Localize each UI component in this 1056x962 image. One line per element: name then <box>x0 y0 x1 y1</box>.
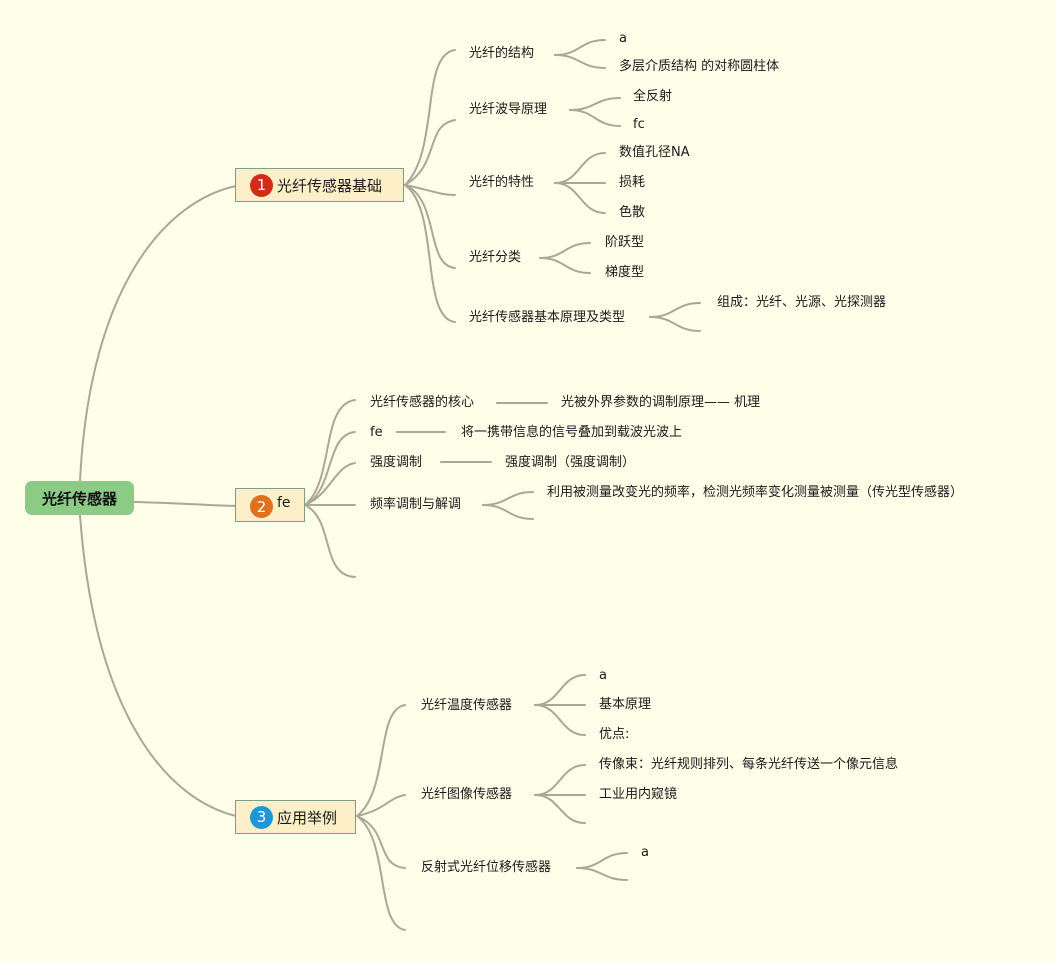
topic-node[interactable]: 强度调制 <box>370 455 423 470</box>
leaf-node[interactable]: a <box>599 668 607 683</box>
link-s4-l2 <box>539 257 591 274</box>
leaf-node[interactable]: 优点: <box>599 727 630 742</box>
link-a3-l2 <box>576 867 628 881</box>
link-root-b2 <box>133 501 237 507</box>
leaf-node[interactable]: 组成：光纤、光源、光探测器 <box>717 295 887 310</box>
link-b3-s1 <box>356 704 406 817</box>
leaf-node[interactable]: 基本原理 <box>599 697 652 712</box>
link-b2-s1 <box>304 399 356 506</box>
link-a2-l3 <box>534 794 586 824</box>
link-b1-s1 <box>404 49 456 186</box>
leaf-node[interactable]: 全反射 <box>633 89 673 104</box>
number-2-icon: 2 <box>250 495 273 518</box>
leaf-node[interactable]: 损耗 <box>619 175 646 190</box>
root-label: 光纤传感器 <box>41 489 117 508</box>
leaf-node[interactable]: 梯度型 <box>605 265 645 280</box>
topic-node[interactable]: 光纤波导原理 <box>469 102 548 117</box>
link-s5-l1 <box>649 302 701 318</box>
branch-label: 光纤传感器基础 <box>277 176 383 195</box>
leaf-node[interactable]: 强度调制（强度调制） <box>505 455 636 470</box>
link-s2-l2 <box>569 109 621 127</box>
leaf-node[interactable]: 多层介质结构 的对称圆柱体 <box>619 59 780 74</box>
branch-label: 应用举例 <box>277 808 338 827</box>
link-b1-s4 <box>404 184 456 269</box>
topic-node[interactable]: 光纤传感器基本原理及类型 <box>469 310 626 325</box>
link-s2-l1 <box>569 97 621 111</box>
link-a2-l1 <box>534 764 586 796</box>
link-a1-l3 <box>534 704 586 736</box>
branch-node-2[interactable]: 2 fe <box>235 488 305 522</box>
topic-node[interactable]: fe <box>370 425 383 440</box>
branch-label: fe <box>277 495 291 511</box>
link-s1-l2 <box>554 54 606 69</box>
leaf-node[interactable]: 数值孔径NA <box>619 145 690 160</box>
link-b2-s5 <box>304 504 356 578</box>
link-s4-l1 <box>539 242 591 259</box>
leaf-node[interactable]: 利用被测量改变光的频率，检测光频率变化测量被测量（传光型传感器） <box>547 485 964 500</box>
branch-node-1[interactable]: 1 光纤传感器基础 <box>235 168 404 202</box>
leaf-node[interactable]: fc <box>633 117 645 132</box>
topic-node[interactable]: 光纤分类 <box>469 250 522 265</box>
link-c4-l1 <box>482 491 534 506</box>
link-a1-l1 <box>534 674 586 706</box>
leaf-node[interactable]: 光被外界参数的调制原理—— 机理 <box>561 395 761 410</box>
leaf-node[interactable]: 传像束：光纤规则排列、每条光纤传送一个像元信息 <box>599 757 899 772</box>
link-b1-s5 <box>404 184 456 323</box>
branch-node-3[interactable]: 3 应用举例 <box>235 800 356 834</box>
link-s5-l2 <box>649 316 701 332</box>
leaf-node[interactable]: 工业用内窥镜 <box>599 787 678 802</box>
link-c4-l2 <box>482 504 534 520</box>
leaf-node[interactable]: 阶跃型 <box>605 235 645 250</box>
link-b3-s3 <box>356 815 406 869</box>
topic-node[interactable]: 光纤的特性 <box>469 175 535 190</box>
topic-node[interactable]: 频率调制与解调 <box>370 497 462 512</box>
link-a3-l1 <box>576 852 628 869</box>
root-node[interactable]: 光纤传感器 <box>25 481 134 515</box>
link-b3-s2 <box>356 794 406 817</box>
link-b3-s4 <box>356 815 406 931</box>
link-root-b3 <box>79 514 237 817</box>
link-root-b1 <box>79 185 237 482</box>
link-s3-l3 <box>554 182 606 214</box>
link-b2-s3 <box>304 462 356 506</box>
leaf-node[interactable]: a <box>619 31 627 46</box>
leaf-node[interactable]: a <box>641 845 649 860</box>
leaf-node[interactable]: 色散 <box>619 205 646 220</box>
topic-node[interactable]: 反射式光纤位移传感器 <box>421 860 552 875</box>
link-s1-l1 <box>554 39 606 56</box>
link-s3-l1 <box>554 152 606 184</box>
topic-node[interactable]: 光纤的结构 <box>469 46 535 61</box>
topic-node[interactable]: 光纤传感器的核心 <box>370 395 475 410</box>
number-3-icon: 3 <box>250 805 273 829</box>
link-b1-s3 <box>404 184 456 196</box>
topic-node[interactable]: 光纤温度传感器 <box>421 698 513 713</box>
link-b2-s2 <box>304 431 356 506</box>
link-b1-s2 <box>404 119 456 186</box>
leaf-node[interactable]: 将一携带信息的信号叠加到载波光波上 <box>461 425 683 440</box>
number-1-icon: 1 <box>250 173 273 197</box>
topic-node[interactable]: 光纤图像传感器 <box>421 787 513 802</box>
